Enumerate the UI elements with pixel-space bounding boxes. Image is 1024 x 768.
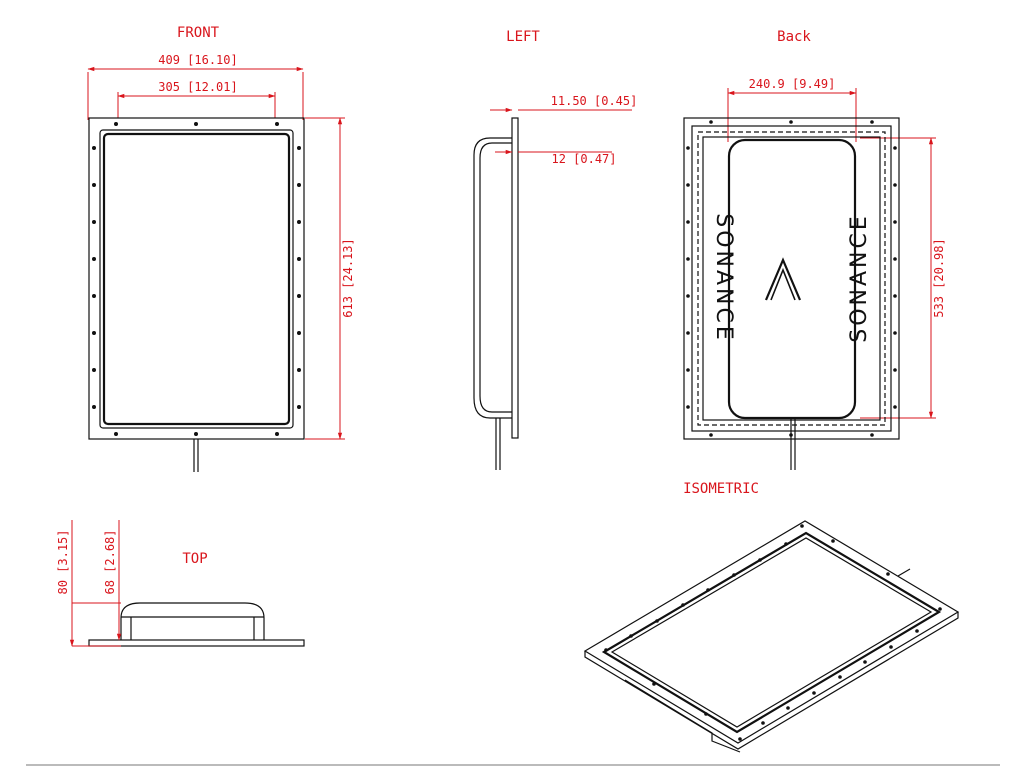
back-view-title: Back	[777, 29, 811, 45]
front-frame-outer	[88, 117, 305, 440]
dim-front-height: 613 [24.13]	[341, 238, 355, 317]
left-view-title: LEFT	[506, 29, 540, 45]
front-mounting-holes	[92, 122, 301, 436]
iso-frame-edge	[584, 612, 959, 750]
top-body	[120, 602, 265, 640]
left-view: LEFT 11.50 [0.45] 12 [0.47]	[473, 29, 638, 470]
front-view: FRONT 409 [16.10] 305 [12.01] 613 [24.13…	[87, 25, 355, 472]
back-view: Back 240.9 [9.49] 533 [20.98] SONANCE SO…	[683, 29, 946, 470]
isometric-view: ISOMETRIC	[583, 481, 960, 753]
iso-cable	[897, 568, 911, 577]
sonance-logo-icon-inner	[770, 267, 796, 301]
sonance-logo-icon	[764, 257, 802, 301]
back-enclosure	[727, 138, 857, 420]
iso-body-hint	[624, 679, 741, 753]
dim-back-width: 240.9 [9.49]	[749, 77, 836, 91]
dim-front-inner-width: 305 [12.01]	[158, 80, 237, 94]
left-body	[473, 137, 512, 419]
iso-grille	[610, 537, 933, 728]
top-view-title: TOP	[182, 551, 207, 567]
top-view: TOP 80 [3.15] 68 [2.68]	[56, 520, 305, 647]
left-flange	[511, 117, 519, 439]
brand-text-left: SONANCE	[711, 213, 736, 343]
isometric-view-title: ISOMETRIC	[683, 481, 759, 497]
dim-left-flange: 11.50 [0.45]	[551, 94, 638, 108]
iso-mounting-holes	[604, 524, 942, 741]
iso-frame-inner	[601, 531, 942, 734]
back-mounting-holes	[686, 120, 897, 437]
front-view-title: FRONT	[177, 25, 220, 41]
top-flange	[88, 639, 305, 647]
dim-top-body: 68 [2.68]	[103, 529, 117, 594]
front-grille	[102, 132, 291, 426]
dim-front-overall-width: 409 [16.10]	[158, 53, 237, 67]
dim-back-height: 533 [20.98]	[932, 238, 946, 317]
brand-text-right: SONANCE	[847, 213, 872, 343]
dim-left-depth: 12 [0.47]	[551, 152, 616, 166]
front-frame-inner	[99, 129, 294, 429]
left-body-inner	[479, 142, 512, 413]
dim-top-overall: 80 [3.15]	[56, 529, 70, 594]
